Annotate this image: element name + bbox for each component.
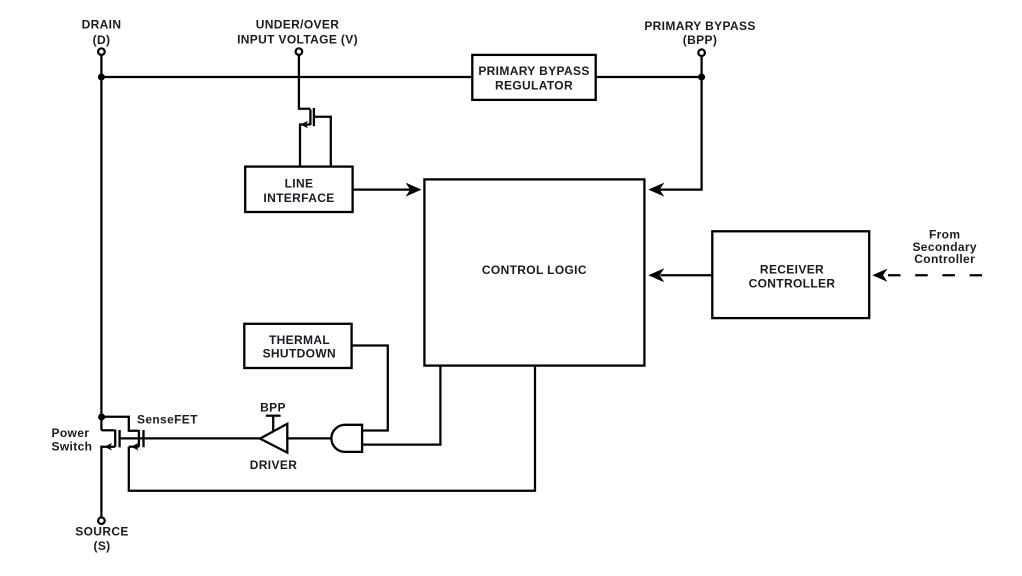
svg-text:UNDER/OVER: UNDER/OVER [256, 18, 340, 32]
svg-text:SenseFET: SenseFET [137, 413, 198, 427]
svg-text:From: From [929, 227, 960, 241]
svg-text:REGULATOR: REGULATOR [495, 78, 573, 92]
svg-text:DRAIN: DRAIN [82, 18, 122, 32]
svg-text:INPUT VOLTAGE (V): INPUT VOLTAGE (V) [237, 33, 358, 47]
svg-text:PRIMARY BYPASS: PRIMARY BYPASS [478, 64, 589, 78]
svg-text:(S): (S) [93, 539, 110, 553]
svg-text:SOURCE: SOURCE [75, 525, 128, 539]
svg-text:(D): (D) [93, 33, 111, 47]
svg-text:(BPP): (BPP) [683, 33, 717, 47]
svg-text:SHUTDOWN: SHUTDOWN [263, 347, 336, 361]
svg-text:Controller: Controller [914, 252, 975, 266]
svg-text:Secondary: Secondary [912, 240, 977, 254]
svg-text:DRIVER: DRIVER [250, 458, 297, 472]
svg-text:Power: Power [52, 426, 90, 440]
svg-text:CONTROLLER: CONTROLLER [749, 277, 836, 291]
svg-text:BPP: BPP [260, 400, 286, 414]
svg-text:CONTROL LOGIC: CONTROL LOGIC [482, 263, 587, 277]
svg-text:PRIMARY BYPASS: PRIMARY BYPASS [644, 19, 755, 33]
svg-text:INTERFACE: INTERFACE [263, 191, 334, 205]
svg-text:THERMAL: THERMAL [269, 333, 330, 347]
svg-text:LINE: LINE [285, 176, 314, 190]
svg-text:Switch: Switch [52, 440, 93, 454]
svg-text:RECEIVER: RECEIVER [760, 263, 824, 277]
